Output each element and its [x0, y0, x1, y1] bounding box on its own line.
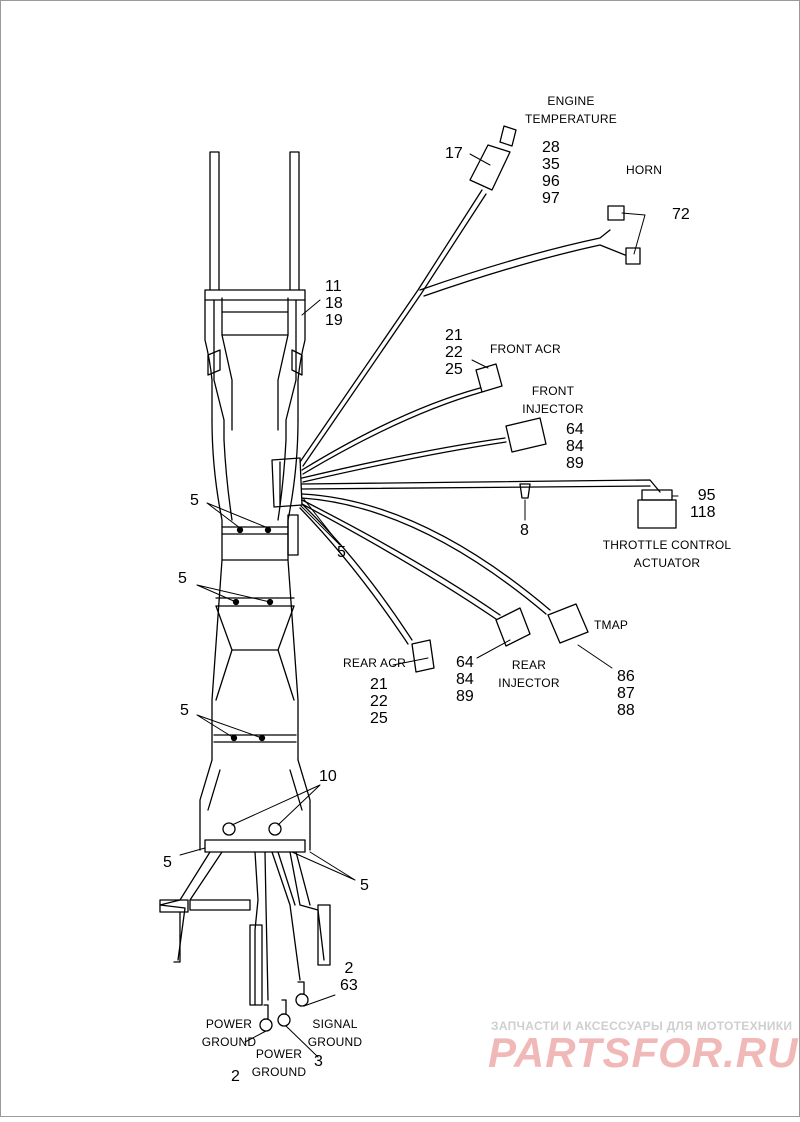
callout-5-bottom-right: 5: [360, 877, 369, 894]
callout-rear-22: 22: [370, 693, 388, 710]
front-injector-line1: FRONT: [531, 384, 575, 398]
frame-icon: [199, 151, 311, 853]
callout-5-mid: 5: [178, 570, 187, 587]
callout-engine-temp-parts: 28 35 96 97: [542, 139, 560, 207]
callout-signal-ground-parts: 2 63: [340, 960, 358, 994]
callout-rear-84: 84: [456, 671, 474, 688]
callout-97: 97: [542, 190, 560, 207]
callout-front-injector-parts: 64 84 89: [566, 421, 584, 472]
callout-5-bottom-left: 5: [163, 854, 172, 871]
rear-acr-label: REAR ACR: [343, 656, 406, 670]
callout-rear-64: 64: [456, 654, 474, 671]
callout-19: 19: [325, 312, 343, 329]
callout-88: 88: [617, 702, 635, 719]
callout-11: 11: [325, 278, 342, 295]
callout-5-upper: 5: [190, 492, 199, 509]
callout-tmap-parts: 86 87 88: [617, 668, 635, 719]
watermark-caption: ЗАПЧАСТИ И АКСЕССУАРЫ ДЛЯ МОТОТЕХНИКИ: [491, 1019, 793, 1033]
callout-21: 21: [445, 327, 463, 344]
throttle-wire: [301, 479, 661, 493]
callout-5-center: 5: [337, 544, 346, 561]
engine-temp-wire: [299, 189, 483, 463]
front-acr-label: FRONT ACR: [490, 342, 561, 356]
callout-25: 25: [445, 361, 463, 378]
signal-ground-line1: SIGNAL: [312, 1017, 358, 1031]
engine-temperature-line1: ENGINE: [547, 94, 595, 108]
tmap-connector-icon: [547, 603, 589, 644]
throttle-connector-icon: [637, 499, 677, 529]
rear-injector-line2: INJECTOR: [498, 676, 560, 690]
clip-8-icon: [519, 483, 531, 499]
horn-wire: [419, 229, 611, 291]
callout-95: 95: [697, 487, 716, 504]
rear-injector-line1: REAR: [511, 658, 547, 672]
callout-118: 118: [690, 504, 716, 521]
callout-rear-injector-parts: 64 84 89: [456, 654, 474, 705]
lower-harness-icon: [159, 851, 331, 1006]
power-ground-center-label: POWER GROUND: [246, 1045, 312, 1081]
callout-64: 64: [566, 421, 584, 438]
callout-22: 22: [445, 344, 463, 361]
callout-63: 63: [340, 977, 358, 994]
callout-96: 96: [542, 173, 560, 190]
front-acr-wire: [301, 387, 481, 471]
callout-rear-89: 89: [456, 688, 474, 705]
power-ground-center-line2: GROUND: [251, 1065, 307, 1079]
callout-8: 8: [520, 522, 529, 539]
ring-terminal-icon: [259, 981, 309, 1032]
throttle-control-actuator-label: THROTTLE CONTROL ACTUATOR: [602, 536, 732, 572]
signal-ground-label: SIGNAL GROUND: [302, 1015, 368, 1051]
callout-35: 35: [542, 156, 560, 173]
callout-rear-25: 25: [370, 710, 388, 727]
callout-rear-21: 21: [370, 676, 388, 693]
callout-72: 72: [672, 206, 690, 223]
engine-temp-boot-icon: [469, 144, 511, 191]
engine-temperature-line2: TEMPERATURE: [525, 112, 617, 126]
throttle-line2: ACTUATOR: [633, 556, 701, 570]
front-injector-label: FRONT INJECTOR: [520, 382, 586, 418]
callout-86: 86: [617, 668, 635, 685]
callout-10: 10: [319, 768, 337, 785]
horn-connector-icon: [607, 205, 625, 221]
front-injector-connector-icon: [505, 417, 547, 453]
callout-throttle-parts: 95 118: [690, 487, 716, 521]
harness-junction-icon: [271, 457, 303, 508]
throttle-line1: THROTTLE CONTROL: [602, 538, 732, 552]
rear-injector-connector-icon: [495, 607, 531, 647]
callout-28: 28: [542, 139, 560, 156]
callout-84: 84: [566, 438, 584, 455]
callout-5-lower: 5: [180, 702, 189, 719]
power-ground-left-label: POWER GROUND: [196, 1015, 262, 1051]
power-ground-center-line1: POWER: [255, 1047, 303, 1061]
callout-frame-parts: 11 18 19: [325, 278, 343, 329]
power-ground-left-line2: GROUND: [201, 1035, 257, 1049]
rear-injector-label: REAR INJECTOR: [496, 656, 562, 692]
front-acr-connector-icon: [475, 363, 503, 393]
callout-signal-2: 2: [344, 960, 354, 977]
callout-rear-acr-parts: 21 22 25: [370, 676, 388, 727]
callout-power-ground-3: 3: [314, 1053, 323, 1070]
callout-17: 17: [445, 145, 463, 162]
callout-18: 18: [325, 295, 343, 312]
tmap-label: TMAP: [594, 618, 629, 632]
watermark-brand: PARTSFOR.RU: [488, 1029, 799, 1076]
engine-temp-sensor-icon: [499, 125, 517, 147]
front-injector-line2: INJECTOR: [522, 402, 584, 416]
power-ground-left-line1: POWER: [205, 1017, 253, 1031]
callout-87: 87: [617, 685, 635, 702]
horn-label: HORN: [626, 163, 663, 177]
signal-ground-line2: GROUND: [307, 1035, 363, 1049]
callout-front-acr-parts: 21 22 25: [445, 327, 463, 378]
engine-temperature-label: ENGINE TEMPERATURE: [520, 92, 622, 128]
callout-power-ground-2: 2: [231, 1068, 240, 1085]
rear-acr-connector-icon: [411, 639, 435, 673]
callout-89: 89: [566, 455, 584, 472]
